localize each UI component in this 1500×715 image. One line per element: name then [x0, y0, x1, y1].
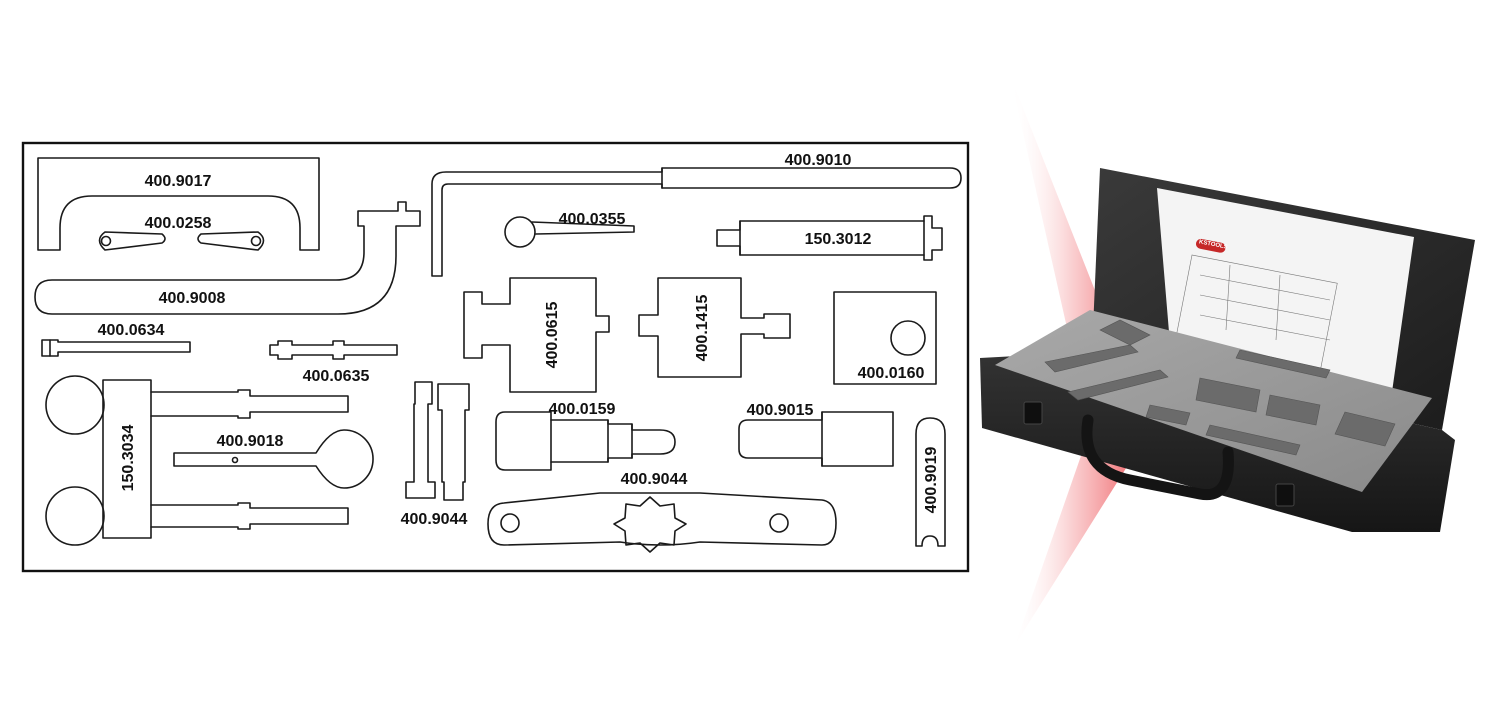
label-400-0634: 400.0634 — [98, 322, 165, 339]
part-400-9019-outline — [915, 417, 946, 547]
part-400-9010-outline — [431, 167, 962, 277]
label-400-9019: 400.9019 — [923, 447, 940, 514]
label-400-9008: 400.9008 — [159, 290, 226, 307]
part-400-0258-right — [197, 231, 265, 251]
sheet-brand-logo: KSTOOLS — [1198, 239, 1228, 250]
label-150-3012: 150.3012 — [805, 231, 872, 248]
label-400-9017: 400.9017 — [145, 173, 212, 190]
label-400-0355: 400.0355 — [559, 211, 626, 228]
lid-inner-sheet — [1157, 188, 1414, 392]
label-400-9044-pin: 400.9044 — [401, 511, 468, 528]
part-400-0634-outline — [41, 339, 191, 357]
part-400-0355-ring — [504, 216, 536, 248]
label-400-0258: 400.0258 — [145, 215, 212, 232]
part-400-9044-pin-outline — [405, 381, 470, 501]
wrench-star-cutout — [613, 496, 687, 553]
tool-case-photo: KSTOOLS — [980, 168, 1475, 532]
foam-cutouts — [1044, 319, 1396, 456]
label-400-0635: 400.0635 — [303, 368, 370, 385]
part-400-9018-outline — [173, 429, 374, 489]
latch-left — [1023, 401, 1043, 425]
part-400-9008-outline — [34, 201, 421, 315]
label-400-1415: 400.1415 — [694, 295, 711, 362]
label-400-9044-wrench: 400.9044 — [621, 471, 688, 488]
part-400-0258-left — [98, 231, 166, 251]
part-150-3034-outline — [45, 375, 349, 546]
label-400-9010: 400.9010 — [785, 152, 852, 169]
part-400-9015-outline — [738, 411, 894, 467]
label-400-9018: 400.9018 — [217, 433, 284, 450]
label-400-9015: 400.9015 — [747, 402, 814, 419]
sheet-mini-diagram — [1173, 254, 1338, 378]
part-400-0635-outline — [269, 340, 398, 360]
case-handle — [1081, 414, 1234, 501]
part-400-0159-outline — [495, 411, 676, 471]
label-400-0159: 400.0159 — [549, 401, 616, 418]
part-400-9017-outline — [37, 157, 320, 251]
foam-layout-diagram: 400.9017 400.0258 400.9008 400.9010 400.… — [21, 141, 970, 573]
part-400-0160-outline — [833, 291, 937, 385]
latch-right — [1275, 483, 1295, 507]
part-400-0615-outline — [463, 277, 610, 393]
diagram-border — [21, 141, 970, 573]
label-150-3034: 150.3034 — [120, 425, 137, 492]
part-400-1415-outline — [638, 277, 791, 378]
label-400-0615: 400.0615 — [544, 302, 561, 369]
label-400-0160: 400.0160 — [858, 365, 925, 382]
